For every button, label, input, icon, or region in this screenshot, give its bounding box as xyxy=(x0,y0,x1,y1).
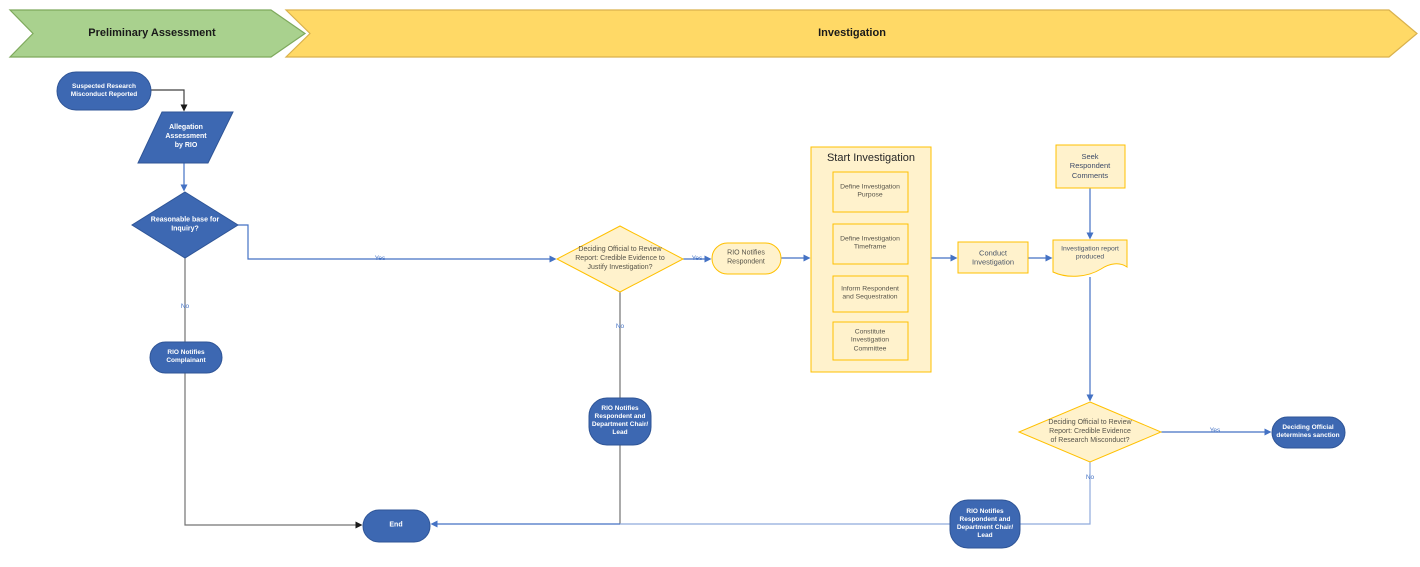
step-define-purpose xyxy=(832,171,909,213)
edge-label-inquiry-yes: Yes xyxy=(374,254,386,262)
banner-preliminary-assessment xyxy=(8,9,307,58)
edge-label-misconduct-yes: Yes xyxy=(1209,426,1221,434)
banner-preliminary-label: Preliminary Assessment xyxy=(88,27,216,40)
label-suspected-misconduct: Suspected Research Misconduct Reported xyxy=(70,82,138,98)
node-conduct-investigation xyxy=(957,241,1029,274)
label-end: End xyxy=(389,521,403,529)
edge-label-misconduct-no: No xyxy=(1085,473,1095,481)
node-seek-respondent-comments xyxy=(1055,144,1126,189)
node-rio-notifies-complainant xyxy=(149,341,223,374)
label-determines-sanction: Deciding Official determines sanction xyxy=(1276,423,1340,439)
decision-justify-investigation xyxy=(555,225,685,293)
node-rio-notifies-dept-mid xyxy=(588,397,652,446)
label-allegation-assessment: Allegation Assessment by RIO xyxy=(165,123,207,149)
label-rio-notifies-dept-mid: RIO Notifies Respondent and Department C… xyxy=(591,404,649,437)
edge-label-justify-yes: Yes xyxy=(691,254,703,262)
label-rio-notifies-complainant: RIO Notifies Complainant xyxy=(166,348,206,364)
edge-inquiry-yes-to-justify xyxy=(238,224,557,263)
edge-inquiry-no-to-end xyxy=(184,258,363,529)
node-determines-sanction xyxy=(1271,416,1346,449)
step-define-timeframe xyxy=(832,223,909,265)
step-constitute-committee xyxy=(832,321,909,361)
label-constitute-committee: Constitute Investigation Committee xyxy=(850,328,890,353)
label-start-investigation: Start Investigation xyxy=(826,152,916,165)
edge-misconduct-no-down xyxy=(620,462,1091,525)
edge-suspected-to-allegation xyxy=(151,89,188,112)
node-rio-notifies-dept-bottom xyxy=(949,499,1021,549)
node-suspected-misconduct xyxy=(56,71,152,111)
label-conduct-investigation: Conduct Investigation xyxy=(971,248,1015,267)
decision-reasonable-base xyxy=(131,191,239,259)
edge-label-justify-no: No xyxy=(615,322,625,330)
decision-research-misconduct xyxy=(1017,401,1163,463)
edge-label-inquiry-no: No xyxy=(180,302,190,310)
banner-investigation xyxy=(284,9,1418,58)
label-inform-respondent: Inform Respondent and Sequestration xyxy=(841,285,899,301)
label-report-produced: Investigation report produced xyxy=(1061,245,1119,261)
label-rio-notifies-respondent: RIO Notifies Respondent xyxy=(727,249,765,265)
label-decision-justify: Deciding Official to Review Report: Cred… xyxy=(575,245,665,271)
banner-investigation-label: Investigation xyxy=(818,27,886,40)
node-end xyxy=(362,509,431,543)
label-define-timeframe: Define Investigation Timeframe xyxy=(840,235,900,251)
node-allegation-assessment xyxy=(137,111,234,164)
document-investigation-report xyxy=(1052,239,1128,277)
label-rio-notifies-dept-bottom: RIO Notifies Respondent and Department C… xyxy=(956,507,1014,540)
step-inform-respondent xyxy=(832,275,909,313)
label-define-purpose: Define Investigation Purpose xyxy=(840,183,900,199)
label-reasonable-base: Reasonable base for Inquiry? xyxy=(150,216,220,232)
label-seek-comments: Seek Respondent Comments xyxy=(1069,151,1111,180)
node-rio-notifies-respondent xyxy=(711,242,782,275)
label-decision-misconduct: Deciding Official to Review Report: Cred… xyxy=(1048,418,1132,444)
